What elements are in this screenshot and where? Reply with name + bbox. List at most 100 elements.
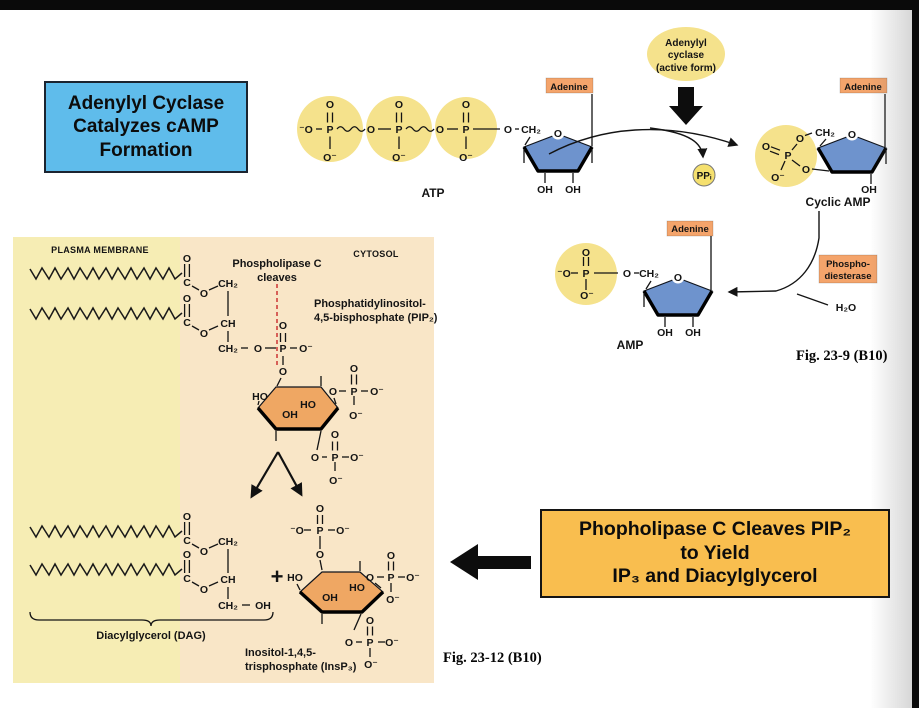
plus-sign: + <box>271 564 284 589</box>
cyclic-amp-label: Cyclic AMP <box>806 195 871 209</box>
atom-label: O⁻ <box>349 410 363 422</box>
atom-label: O <box>674 272 682 284</box>
cytosol-label: CYTOSOL <box>353 249 399 259</box>
fig2-caption: Fig. 23-12 (B10) <box>443 650 542 666</box>
atom-label: P <box>350 386 357 398</box>
atom-label: O <box>387 550 395 562</box>
pip2-label: 4,5-bisphosphate (PIP₂) <box>314 312 438 324</box>
atom-label: P <box>582 268 589 280</box>
dag-structure <box>29 521 274 627</box>
atom-label: OH <box>685 327 701 339</box>
right-border <box>912 0 919 708</box>
atom-label: O⁻ <box>459 152 473 164</box>
atom-label: P <box>462 124 469 136</box>
atom-label: OH <box>657 327 673 339</box>
atom-label: CH₂ <box>521 124 541 136</box>
top-border <box>0 0 919 10</box>
atom-label: O⁻ <box>329 475 343 487</box>
dag-label: Diacylglycerol (DAG) <box>96 630 206 642</box>
split-arrow-left <box>250 451 279 499</box>
atom-label: HO <box>287 572 303 584</box>
atom-label: O <box>796 133 804 145</box>
ppi-circle <box>692 163 716 187</box>
atom-label: OH <box>537 184 553 196</box>
atom-label: O⁻ <box>323 152 337 164</box>
atom-label: O <box>279 320 287 332</box>
enzyme-label: Adenylyl <box>665 38 707 49</box>
atom-label: O <box>350 363 358 375</box>
atom-label: O⁻ <box>406 572 420 584</box>
atom-label: OH <box>565 184 581 196</box>
title-line: Catalyzes cAMP <box>73 116 219 138</box>
callout-line: Phopholipase C Cleaves PIP₂ <box>578 518 851 541</box>
atom-label: O <box>554 128 562 140</box>
atom-label: OH <box>861 184 877 196</box>
atom-label: C <box>183 317 191 329</box>
atom-label: O⁻ <box>580 290 594 302</box>
atom-label: C <box>183 277 191 289</box>
atom-label: CH₂ <box>815 127 835 139</box>
atom-label: O <box>316 549 324 561</box>
adenine-label: Adenine <box>844 82 881 93</box>
phosphodiesterase-label: diesterase <box>824 271 871 282</box>
atom-label: P <box>331 452 338 464</box>
adenine-label: Adenine <box>550 82 587 93</box>
title-line: Formation <box>99 139 193 161</box>
adenine-label: Adenine <box>671 224 708 235</box>
atom-label: O <box>183 253 191 265</box>
enzyme-bubble <box>647 27 725 81</box>
plc-cleaves-label: Phospholipase C <box>232 258 321 270</box>
atom-label: O <box>802 164 810 176</box>
phosphodiesterase-label: Phospho- <box>826 259 870 270</box>
atom-label: C <box>183 573 191 585</box>
amp-structure <box>555 220 714 327</box>
callout-arrow <box>450 544 531 580</box>
adenine-box <box>545 77 594 94</box>
title-line: Adenylyl Cyclase <box>67 93 225 115</box>
atom-label: O⁻ <box>771 172 785 184</box>
atom-label: CH <box>220 318 235 330</box>
atom-label: O <box>345 637 353 649</box>
atp-to-camp-arrow <box>548 128 739 155</box>
title-box: Adenylyl Cyclase Catalyzes cAMP Formatio… <box>44 81 248 173</box>
phosphate-circle <box>297 96 363 162</box>
atom-label: P <box>366 637 373 649</box>
split-arrow-right <box>277 451 303 497</box>
h2o-tie-line <box>796 293 829 306</box>
camp-to-amp-arrow <box>727 211 820 297</box>
atom-label: O <box>462 99 470 111</box>
enzyme-label: (active form) <box>656 63 716 74</box>
atom-label: O⁻ <box>336 525 350 537</box>
adenylyl-cyclase-enzyme <box>647 27 725 125</box>
phosphate-circle <box>366 96 432 162</box>
atom-label: O⁻ <box>350 452 364 464</box>
atom-label: O⁻ <box>392 152 406 164</box>
plasma-membrane-label: PLASMA MEMBRANE <box>51 245 149 255</box>
atom-label: HO <box>300 399 316 411</box>
atom-label: O <box>762 141 770 153</box>
atom-label: OH <box>282 409 298 421</box>
atom-label: ⁻O <box>299 124 313 136</box>
atom-label: O <box>623 268 631 280</box>
catalysis-arrow <box>669 87 703 125</box>
atom-label: O <box>200 288 208 300</box>
atom-label: O <box>200 584 208 596</box>
plasma-membrane-region <box>13 237 180 683</box>
atom-label: O <box>436 124 444 136</box>
atom-label: O⁻ <box>386 594 400 606</box>
atom-label: HO <box>252 391 268 403</box>
atom-label: C <box>183 535 191 547</box>
atom-label: P <box>326 124 333 136</box>
enzyme-label: cyclase <box>668 50 705 61</box>
callout-line: IP₃ and Diacylglycerol <box>612 565 818 588</box>
atom-label: O⁻ <box>299 343 313 355</box>
atom-label: O <box>329 386 337 398</box>
cyclic-amp-structure <box>755 77 888 187</box>
callout-box: Phopholipase C Cleaves PIP₂ to Yield IP₃… <box>540 509 890 598</box>
ppi-label: PPᵢ <box>697 171 712 182</box>
atom-label: P <box>784 150 791 162</box>
atom-label: CH₂ <box>218 278 238 290</box>
atom-label: O <box>366 615 374 627</box>
